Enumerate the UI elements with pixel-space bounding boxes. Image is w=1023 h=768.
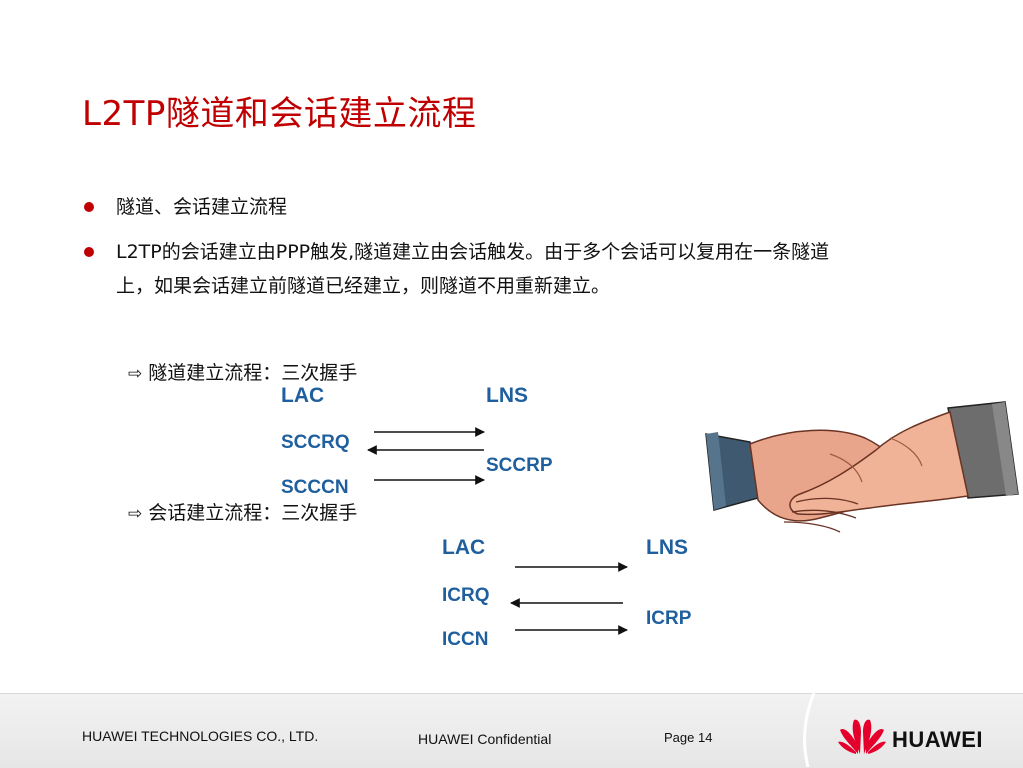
session-msg-icrq: ICRQ [442,585,490,606]
huawei-logo-icon [838,719,886,754]
bullet-item-1: 隧道、会话建立流程 [84,190,844,224]
sub-bullet-2: ⇨会话建立流程：三次握手 [128,498,357,525]
session-msg-iccn: ICCN [442,629,489,650]
tunnel-lns-label: LNS [486,384,528,407]
tunnel-msg-sccrq: SCCRQ [281,432,350,453]
session-lac-label: LAC [442,536,486,559]
session-handshake-arrows [510,562,628,635]
footer-page-number: Page 14 [664,730,713,745]
sub-bullet-text-2: 会话建立流程：三次握手 [148,502,358,524]
bullet-text-1: 隧道、会话建立流程 [116,196,288,218]
bullet-dot-icon [84,202,94,212]
bullet-dot-icon [84,247,94,257]
footer-divider-curve [803,693,816,767]
sub-bullet-text-1: 隧道建立流程：三次握手 [148,362,358,384]
tunnel-handshake-arrows [367,427,485,485]
tunnel-lac-label: LAC [281,384,325,407]
footer-confidential: HUAWEI Confidential [418,731,552,747]
arrow-right-icon: ⇨ [128,504,143,524]
sub-bullet-1: ⇨隧道建立流程：三次握手 [128,358,357,385]
handshake-icon [705,401,1019,533]
tunnel-msg-sccrp: SCCRP [486,455,553,476]
session-msg-icrp: ICRP [646,608,692,629]
footer-company: HUAWEI TECHNOLOGIES CO., LTD. [82,728,319,744]
bullet-item-2: L2TP的会话建立由PPP触发,隧道建立由会话触发。由于多个会话可以复用在一条隧… [84,235,844,345]
session-lns-label: LNS [646,536,688,559]
arrow-right-icon: ⇨ [128,364,143,384]
huawei-brand-text: HUAWEI [892,727,983,752]
slide-title: L2TP隧道和会话建立流程 [82,94,477,134]
footer-bar [0,693,1023,768]
tunnel-msg-scccn: SCCCN [281,477,349,498]
bullet-text-2: L2TP的会话建立由PPP触发,隧道建立由会话触发。由于多个会话可以复用在一条隧… [116,241,830,297]
